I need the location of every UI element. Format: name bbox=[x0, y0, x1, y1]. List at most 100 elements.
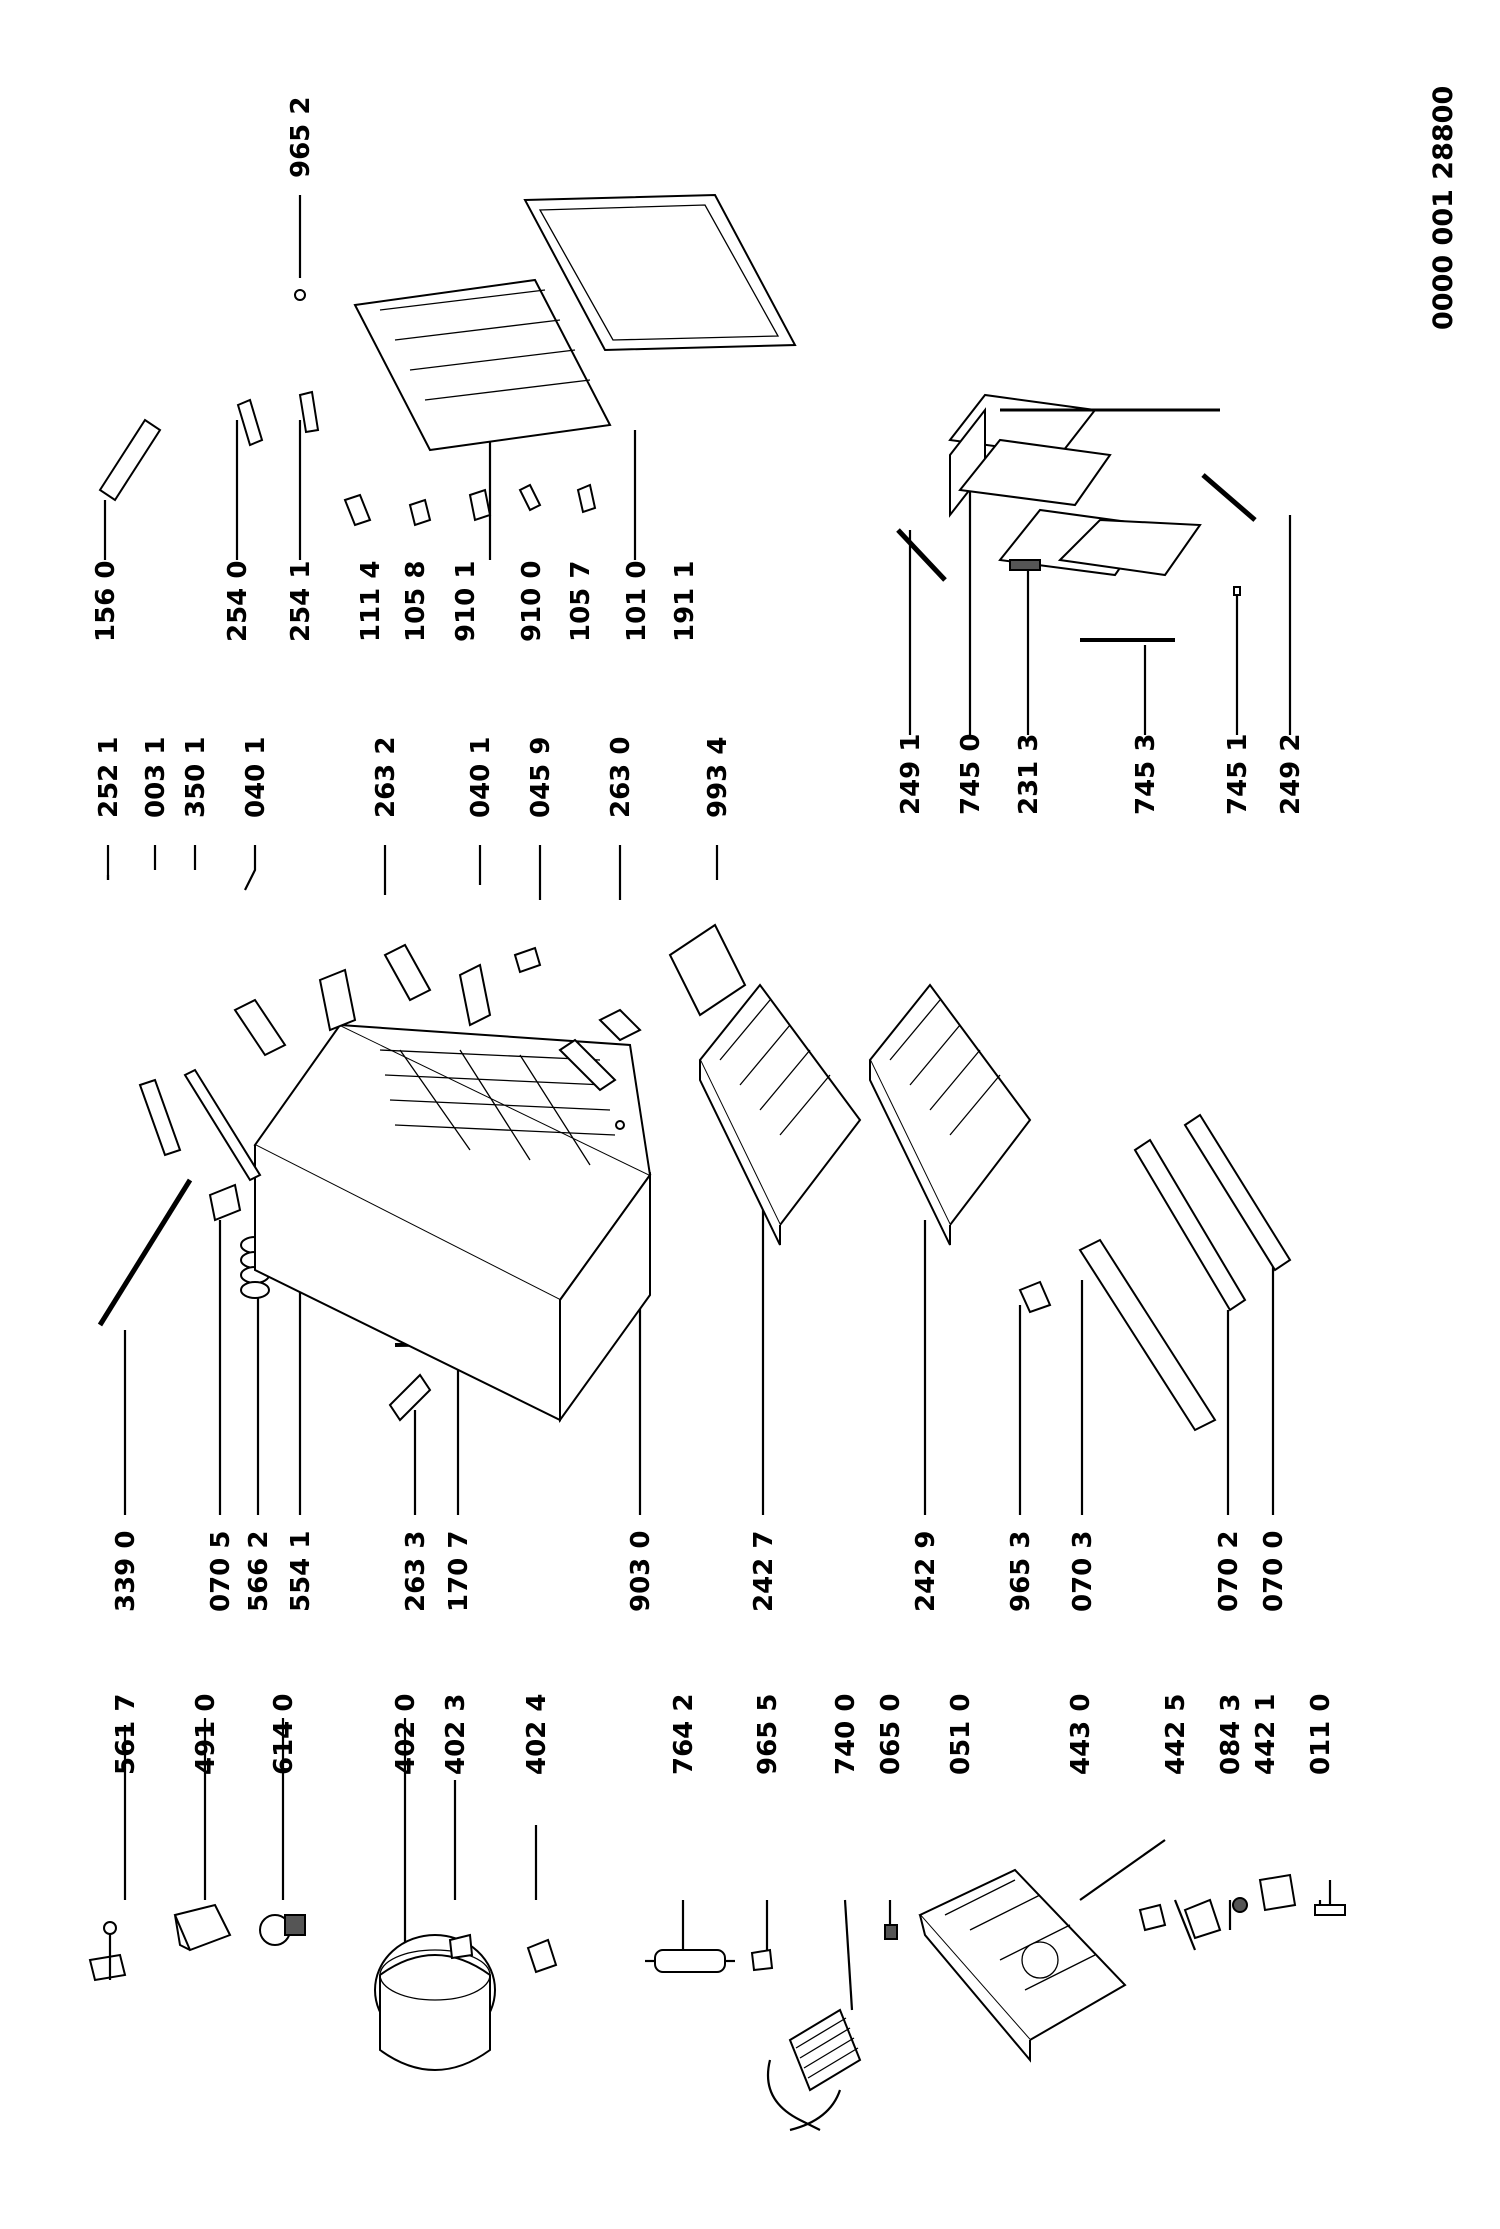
part-443-0 bbox=[1138, 1903, 1167, 1932]
part-491-0 bbox=[173, 1903, 232, 1952]
part-402-0-compressor bbox=[374, 1934, 496, 2071]
label-242-9: 242 9 bbox=[911, 1531, 941, 1612]
label-764-2: 764 2 bbox=[669, 1694, 699, 1775]
part-263-0 bbox=[558, 1008, 642, 1092]
part-111-4 bbox=[343, 493, 372, 527]
document-code: 0000 001 28800 bbox=[1428, 86, 1459, 330]
part-263-2 bbox=[383, 943, 432, 1002]
part-105-8 bbox=[408, 498, 432, 527]
label-442-1: 442 1 bbox=[1251, 1694, 1281, 1775]
label-443-0: 443 0 bbox=[1066, 1694, 1096, 1775]
part-745-1 bbox=[1233, 586, 1241, 596]
label-011-0: 011 0 bbox=[1306, 1694, 1336, 1775]
part-003-1 bbox=[183, 1068, 262, 1182]
label-105-8: 105 8 bbox=[401, 561, 431, 642]
parts bbox=[88, 193, 1346, 2132]
part-070-5 bbox=[208, 1183, 242, 1222]
part-cabinet bbox=[253, 1023, 652, 1424]
part-labels: 561 7 491 0 614 0 402 0 402 3 402 4 764 … bbox=[91, 86, 1459, 1775]
part-242-7-drawer bbox=[698, 983, 862, 1246]
part-993-4 bbox=[668, 923, 747, 1017]
label-910-0: 910 0 bbox=[517, 561, 547, 642]
part-156-0 bbox=[98, 418, 162, 502]
label-745-1: 745 1 bbox=[1223, 734, 1253, 815]
part-561-7 bbox=[88, 1921, 127, 1982]
label-402-0: 402 0 bbox=[391, 1694, 421, 1775]
part-084-3 bbox=[1232, 1897, 1248, 1913]
part-965-5 bbox=[750, 1948, 774, 1972]
label-263-2: 263 2 bbox=[371, 737, 401, 818]
part-339-0 bbox=[97, 1178, 193, 1327]
label-263-3: 263 3 bbox=[401, 1531, 431, 1612]
label-070-5: 070 5 bbox=[206, 1531, 236, 1612]
part-910-0 bbox=[518, 483, 542, 512]
label-965-5: 965 5 bbox=[753, 1694, 783, 1775]
part-242-9-drawer bbox=[868, 983, 1032, 1246]
label-402-3: 402 3 bbox=[441, 1694, 471, 1775]
part-249-1 bbox=[896, 528, 947, 582]
part-764-2-filter bbox=[645, 1949, 735, 1973]
part-070-0 bbox=[1183, 1113, 1292, 1272]
label-156-0: 156 0 bbox=[91, 561, 121, 642]
label-491-0: 491 0 bbox=[191, 1694, 221, 1775]
label-402-4: 402 4 bbox=[522, 1694, 552, 1775]
label-339-0: 339 0 bbox=[111, 1531, 141, 1612]
label-745-0: 745 0 bbox=[956, 734, 986, 815]
label-003-1: 003 1 bbox=[141, 737, 171, 818]
part-442-5 bbox=[1183, 1898, 1222, 1940]
label-745-3: 745 3 bbox=[1131, 734, 1161, 815]
part-965-3 bbox=[1018, 1280, 1052, 1314]
label-254-0: 254 0 bbox=[223, 561, 253, 642]
part-045-9 bbox=[513, 946, 542, 974]
part-254-0 bbox=[236, 398, 264, 447]
label-561-7: 561 7 bbox=[111, 1694, 141, 1775]
label-070-3: 070 3 bbox=[1068, 1531, 1098, 1612]
label-051-0: 051 0 bbox=[946, 1694, 976, 1775]
label-111-4: 111 4 bbox=[356, 561, 386, 642]
label-740-0: 740 0 bbox=[831, 1694, 861, 1775]
part-105-7 bbox=[576, 483, 597, 514]
part-070-2 bbox=[1133, 1138, 1247, 1312]
label-170-7: 170 7 bbox=[444, 1531, 474, 1612]
label-554-1: 554 1 bbox=[286, 1531, 316, 1612]
part-191-1-frame bbox=[523, 193, 797, 352]
part-070-3 bbox=[1078, 1238, 1217, 1432]
label-105-7: 105 7 bbox=[566, 561, 596, 642]
label-566-2: 566 2 bbox=[244, 1531, 274, 1612]
part-101-0-lid bbox=[353, 278, 612, 452]
part-402-4 bbox=[526, 1938, 558, 1974]
label-254-1: 254 1 bbox=[286, 561, 316, 642]
part-252-1 bbox=[138, 1078, 182, 1157]
part-350-1 bbox=[233, 998, 287, 1057]
part-040-1a bbox=[318, 968, 357, 1032]
label-249-1: 249 1 bbox=[896, 734, 926, 815]
part-614-0 bbox=[259, 1914, 306, 1946]
label-965-2: 965 2 bbox=[286, 97, 316, 178]
label-084-3: 084 3 bbox=[1216, 1694, 1246, 1775]
part-051-0-base bbox=[918, 1868, 1127, 2063]
label-442-5: 442 5 bbox=[1161, 1694, 1191, 1775]
part-745-0-baskets bbox=[948, 393, 1220, 577]
part-402-3 bbox=[448, 1933, 474, 1960]
label-242-7: 242 7 bbox=[749, 1531, 779, 1612]
label-910-1: 910 1 bbox=[451, 561, 481, 642]
label-231-3: 231 3 bbox=[1014, 734, 1044, 815]
part-254-1 bbox=[298, 390, 320, 434]
label-350-1: 350 1 bbox=[181, 737, 211, 818]
label-249-2: 249 2 bbox=[1276, 734, 1306, 815]
label-101-0: 101 0 bbox=[622, 561, 652, 642]
part-249-2 bbox=[1201, 473, 1257, 522]
part-231-3 bbox=[1009, 559, 1041, 571]
part-903-0 bbox=[615, 1120, 625, 1130]
part-065-0 bbox=[884, 1924, 898, 1940]
label-614-0: 614 0 bbox=[269, 1694, 299, 1775]
part-965-2 bbox=[294, 289, 306, 301]
label-070-2: 070 2 bbox=[1214, 1531, 1244, 1612]
label-263-0: 263 0 bbox=[606, 737, 636, 818]
part-011-0 bbox=[1314, 1880, 1346, 1916]
label-191-1: 191 1 bbox=[670, 561, 700, 642]
label-070-0: 070 0 bbox=[1259, 1531, 1289, 1612]
label-065-0: 065 0 bbox=[876, 1694, 906, 1775]
label-040-1b: 040 1 bbox=[466, 737, 496, 818]
part-740-0-condenser bbox=[766, 2008, 862, 2132]
